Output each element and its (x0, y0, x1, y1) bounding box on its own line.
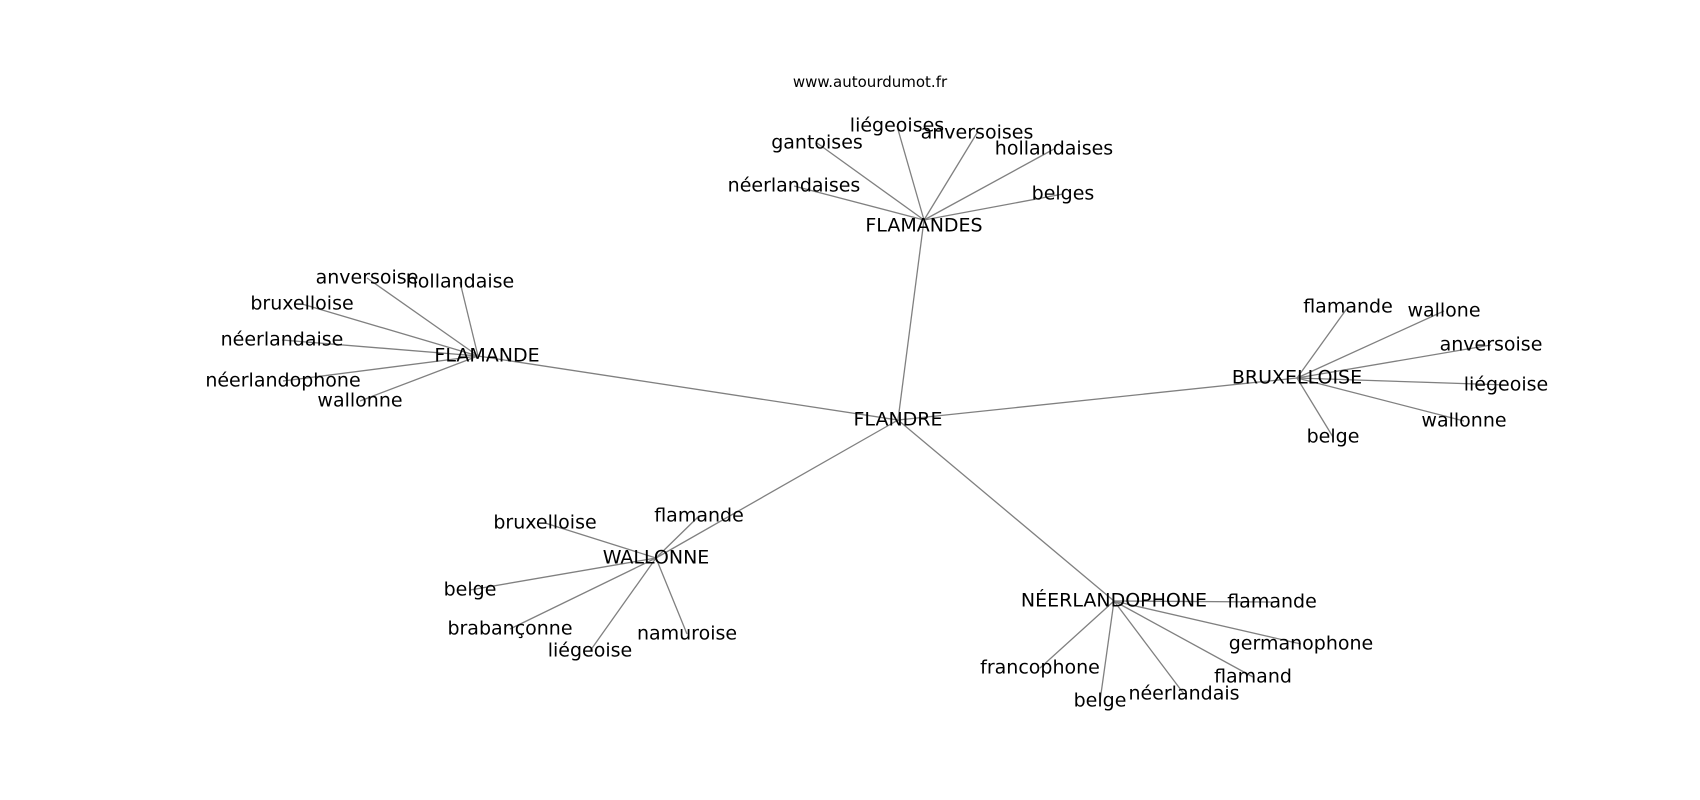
edge-bruxelloise_hub-br_flamande (1296, 306, 1349, 379)
watermark-text: www.autourdumot.fr (793, 73, 948, 91)
edge-neerlandophone_hub-ne_germanophone (1113, 600, 1302, 645)
edge-flamandes-fs_belges (923, 193, 1064, 221)
edge-wallonne_hub-wa_flamande (655, 515, 700, 559)
edge-flamande_hub-fe_neerlandophone (282, 355, 479, 382)
edge-flamande_hub-fe_hollandaise (459, 281, 479, 357)
edge-bruxelloise_hub-br_liegeoise (1296, 377, 1507, 386)
node-label-br-flamande: flamande (1303, 296, 1393, 318)
node-label-flamande-hub: FLAMANDE (434, 345, 539, 367)
edge-flandre-bruxelloise_hub (897, 377, 1298, 421)
node-label-wa-belge: belge (444, 579, 497, 601)
node-label-br-liegeoise: liégeoise (1464, 374, 1549, 396)
node-label-ne-germanophone: germanophone (1229, 633, 1374, 655)
edge-flandre-flamandes (897, 219, 925, 421)
edge-wallonne_hub-wa_bruxelloise (544, 522, 657, 559)
node-label-ne-francophone: francophone (980, 657, 1100, 679)
edge-neerlandophone_hub-ne_flamand (1113, 600, 1254, 678)
node-label-fe-neerlandaise: néerlandaise (221, 329, 344, 351)
node-label-wallonne-hub: WALLONNE (603, 547, 710, 569)
edge-bruxelloise_hub-br_wallonne (1296, 377, 1465, 422)
edge-neerlandophone_hub-ne_flamande (1113, 600, 1273, 603)
node-label-wa-brabanconne: brabançonne (447, 618, 572, 640)
edge-flandre-wallonne_hub (655, 419, 899, 559)
edge-wallonne_hub-wa_brabanconne (509, 557, 657, 630)
edge-flamande_hub-fe_wallonne (359, 355, 479, 402)
node-label-fs-belges: belges (1032, 183, 1095, 205)
node-label-ne-belge: belge (1074, 690, 1127, 712)
edge-flamandes-fs_gantoises (816, 142, 925, 221)
node-label-fe-bruxelloise: bruxelloise (250, 293, 353, 315)
node-label-neerlandophone-hub: NÉERLANDOPHONE (1021, 589, 1207, 612)
edge-flamande_hub-fe_bruxelloise (301, 303, 479, 357)
node-label-fs-gantoises: gantoises (771, 132, 863, 154)
node-label-ne-neerlandais: néerlandais (1128, 683, 1239, 705)
node-label-fs-hollandaises: hollandaises (995, 138, 1113, 160)
node-label-fe-neerlandophone: néerlandophone (205, 370, 360, 392)
edges-layer (281, 125, 1507, 702)
edge-flandre-neerlandophone_hub (897, 419, 1115, 602)
node-label-ne-flamand: flamand (1214, 666, 1292, 688)
node-label-wa-liegeoise: liégeoise (548, 640, 633, 662)
edge-neerlandophone_hub-ne_neerlandais (1113, 600, 1185, 695)
node-label-fe-hollandaise: hollandaise (406, 271, 514, 293)
node-label-br-belge: belge (1307, 426, 1360, 448)
edge-wallonne_hub-wa_belge (469, 557, 657, 591)
node-label-fe-anversoise: anversoise (316, 267, 419, 289)
node-label-wa-namuroise: namuroise (637, 623, 737, 645)
edge-bruxelloise_hub-br_anversoise (1296, 344, 1492, 379)
node-label-wa-bruxelloise: bruxelloise (493, 512, 596, 534)
edge-flamandes-fs_liegeoises (896, 125, 925, 221)
node-label-br-wallonne: wallonne (1421, 410, 1506, 432)
edge-bruxelloise_hub-br_wallone (1296, 310, 1445, 379)
node-label-fe-wallonne: wallonne (317, 390, 402, 412)
node-label-wa-flamande: flamande (654, 505, 744, 527)
edge-flamandes-fs_hollandaises (923, 148, 1055, 221)
node-label-flandre: FLANDRE (854, 409, 943, 431)
edge-neerlandophone_hub-ne_belge (1099, 600, 1115, 702)
edge-wallonne_hub-wa_liegeoise (589, 557, 657, 652)
edge-flamandes-fs_neerlandaises (793, 185, 925, 221)
node-label-br-wallone: wallone (1407, 300, 1480, 322)
node-label-br-anversoise: anversoise (1440, 334, 1543, 356)
edge-flandre-flamande_hub (477, 355, 899, 421)
edge-flamande_hub-fe_anversoise (366, 277, 479, 357)
node-label-flamandes: FLAMANDES (865, 215, 982, 237)
node-label-fs-anversoises: anversoises (921, 122, 1034, 144)
node-label-ne-flamande: flamande (1227, 591, 1317, 613)
node-label-fs-liegeoises: liégeoises (850, 115, 944, 137)
edge-bruxelloise_hub-br_belge (1296, 377, 1334, 438)
edge-flamandes-fs_anversoises (923, 132, 978, 221)
edge-wallonne_hub-wa_namuroise (655, 557, 688, 635)
edge-neerlandophone_hub-ne_francophone (1039, 600, 1115, 669)
edge-flamande_hub-fe_neerlandaise (281, 339, 479, 357)
node-label-bruxelloise-hub: BRUXELLOISE (1232, 367, 1362, 389)
node-label-fs-neerlandaises: néerlandaises (728, 175, 861, 197)
labels-layer: FLANDRE FLAMANDES FLAMANDE BRUXELLOISE WALLO… (205, 115, 1548, 712)
